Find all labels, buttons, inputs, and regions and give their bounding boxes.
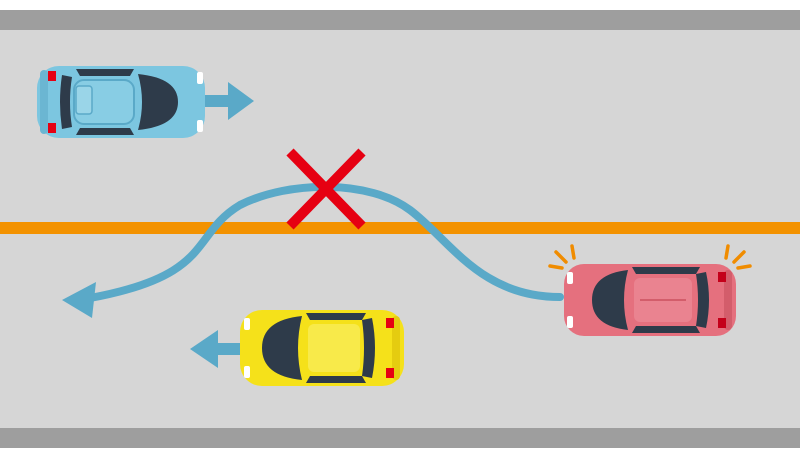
yellow-car-icon bbox=[240, 310, 404, 386]
arrow-icon bbox=[190, 330, 240, 368]
cross-mark-icon bbox=[286, 148, 366, 230]
road-edge-top bbox=[0, 10, 800, 30]
blue-car-icon bbox=[37, 66, 205, 138]
red-car-icon bbox=[564, 264, 736, 336]
arrow-icon bbox=[205, 82, 254, 120]
center-line bbox=[0, 222, 800, 234]
hazard-light-icon bbox=[548, 244, 576, 270]
arrow-icon bbox=[62, 282, 96, 318]
overtaking-path-arrow bbox=[86, 182, 564, 302]
bottom-white-strip bbox=[0, 448, 800, 456]
road-edge-bottom bbox=[0, 428, 800, 448]
hazard-light-icon bbox=[724, 244, 752, 270]
top-white-strip bbox=[0, 0, 800, 10]
